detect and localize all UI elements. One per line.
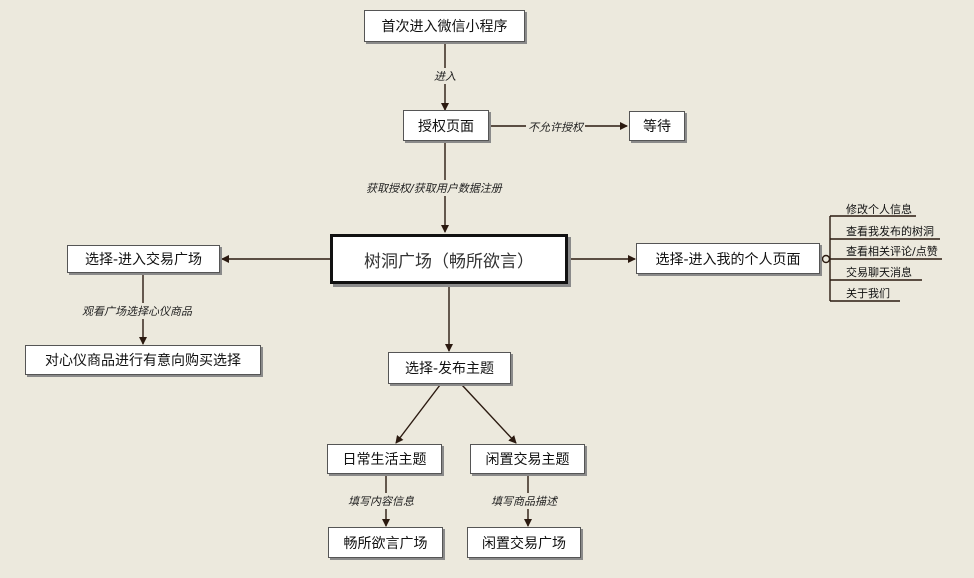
edge-label-browse: 观看广场选择心仪商品	[80, 303, 194, 319]
edge-publish-idle	[461, 384, 517, 444]
node-trade-square-enter[interactable]: 选择-进入交易广场	[67, 245, 220, 273]
edge-publish-daily	[395, 384, 441, 444]
connector-dot	[821, 254, 831, 264]
edge-label-grant: 获取授权/获取用户数据注册	[364, 180, 504, 196]
personal-item-about-us[interactable]: 关于我们	[846, 287, 890, 300]
node-auth-page[interactable]: 授权页面	[403, 110, 489, 141]
edge-label-fill-content: 填写内容信息	[346, 493, 416, 509]
node-wait[interactable]: 等待	[629, 111, 685, 141]
node-idle-topic[interactable]: 闲置交易主题	[470, 444, 585, 474]
node-daily-topic[interactable]: 日常生活主题	[327, 444, 442, 474]
edge-label-enter: 进入	[432, 68, 458, 84]
node-trade-select[interactable]: 对心仪商品进行有意向购买选择	[25, 345, 261, 375]
node-main-square[interactable]: 树洞广场（畅所欲言）	[330, 234, 568, 284]
edge-label-fill-goods: 填写商品描述	[489, 493, 559, 509]
node-publish-topic[interactable]: 选择-发布主题	[388, 352, 511, 384]
node-talk-square[interactable]: 畅所欲言广场	[328, 527, 443, 558]
personal-item-edit-info[interactable]: 修改个人信息	[846, 203, 912, 216]
edge-label-deny: 不允许授权	[526, 119, 585, 135]
node-idle-square[interactable]: 闲置交易广场	[467, 527, 581, 558]
node-personal-page[interactable]: 选择-进入我的个人页面	[636, 243, 820, 274]
personal-item-my-posts[interactable]: 查看我发布的树洞	[846, 225, 934, 238]
node-first-enter[interactable]: 首次进入微信小程序	[364, 10, 525, 42]
personal-item-comments-likes[interactable]: 查看相关评论/点赞	[846, 245, 938, 258]
personal-item-chat-messages[interactable]: 交易聊天消息	[846, 266, 912, 279]
